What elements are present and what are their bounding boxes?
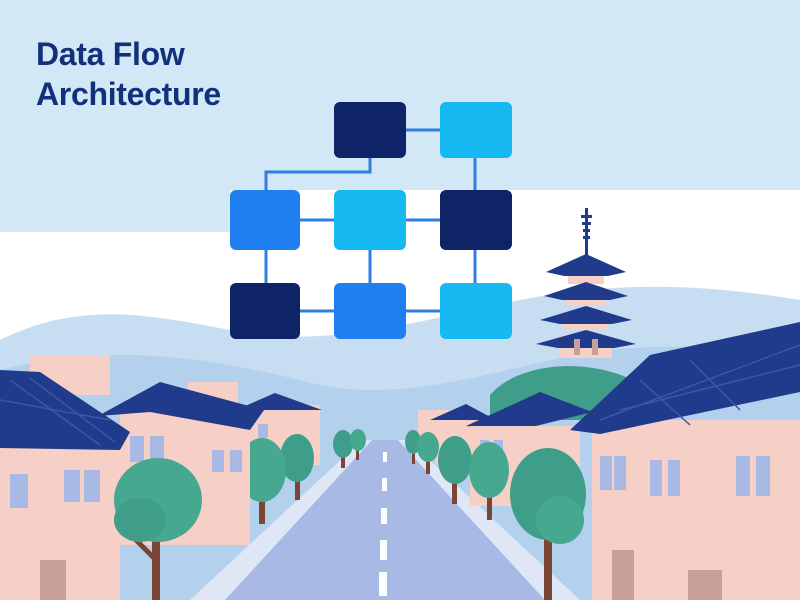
diagram-node xyxy=(230,190,300,250)
road-markings xyxy=(379,452,387,596)
tree-right-front xyxy=(510,448,586,600)
sky-top-band xyxy=(0,0,800,190)
tree-left-front xyxy=(114,458,202,600)
diagram-node xyxy=(440,190,512,250)
house-left-front xyxy=(0,370,130,600)
pagoda-icon xyxy=(536,208,636,358)
page-title: Data Flow Architecture xyxy=(36,34,221,114)
sidewalk-left xyxy=(190,440,372,600)
diagram-node xyxy=(230,283,300,339)
diagram-node xyxy=(334,190,406,250)
diagram-node xyxy=(440,283,512,339)
house-right-front xyxy=(570,322,800,600)
diagram-node xyxy=(334,102,406,158)
diagram-node xyxy=(440,102,512,158)
title-line-1: Data Flow xyxy=(36,36,185,72)
title-line-2: Architecture xyxy=(36,76,221,112)
diagram-connectors xyxy=(264,128,477,313)
diagram-node xyxy=(334,283,406,339)
street-trees xyxy=(238,429,509,524)
diagram-nodes xyxy=(230,102,512,339)
sky-left-band xyxy=(0,190,230,232)
